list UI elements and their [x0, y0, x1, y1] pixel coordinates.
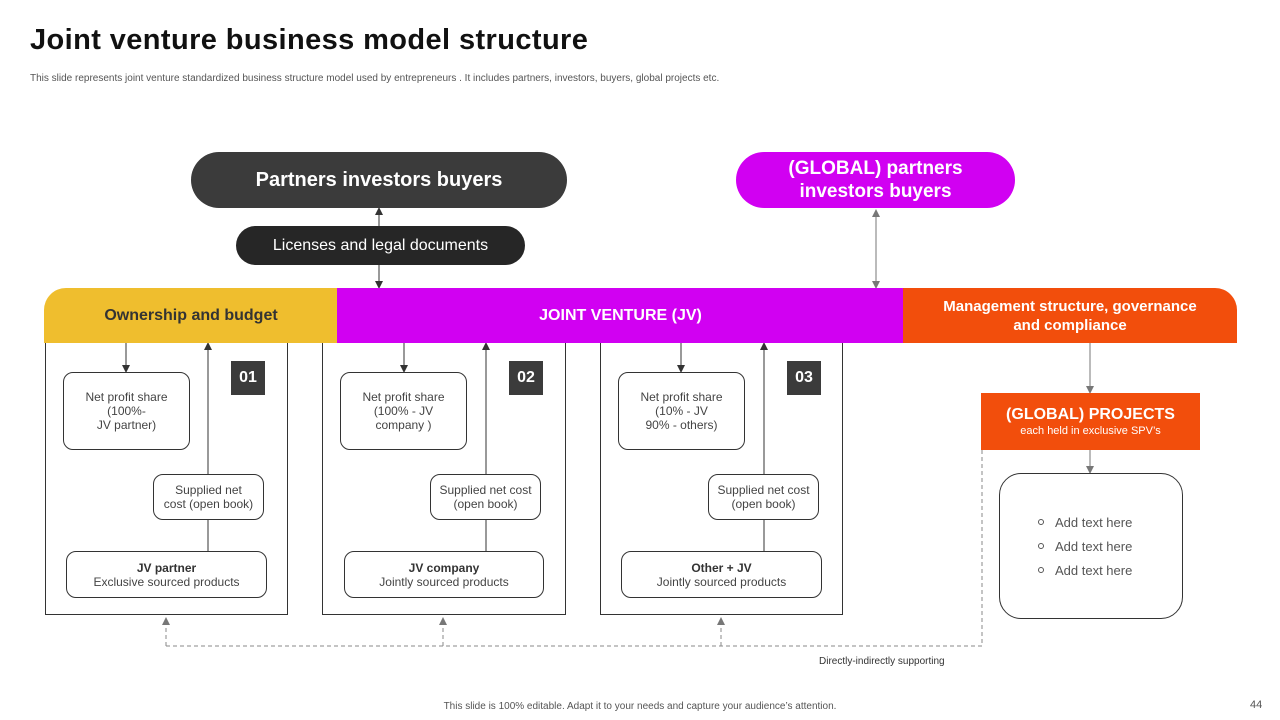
profit-share-box-3: Net profit share (10% - JV 90% - others): [618, 372, 745, 450]
entity-desc: Jointly sourced products: [656, 574, 787, 589]
page-number: 44: [1250, 699, 1263, 711]
profit-share-box-2: Net profit share (100% - JV company ): [340, 372, 467, 450]
profit-share-box-1: Net profit share (100%- JV partner): [63, 372, 190, 450]
page-subtitle: This slide represents joint venture stan…: [30, 73, 720, 84]
projects-text-box: Add text here Add text here Add text her…: [999, 473, 1183, 619]
profit-share-line2: (10% - JV: [655, 404, 708, 418]
profit-share-line2: (100% - JV: [373, 404, 434, 418]
entity-name: JV company: [408, 560, 480, 575]
net-cost-line1: Supplied net cost: [439, 483, 532, 497]
bullet-circle-icon: [1038, 519, 1044, 525]
profit-share-line1: Net profit share: [85, 390, 168, 404]
net-cost-box-2: Supplied net cost (open book): [430, 474, 541, 520]
net-cost-line1: Supplied net cost: [717, 483, 810, 497]
net-cost-box-3: Supplied net cost (open book): [708, 474, 819, 520]
list-item: Add text here: [1038, 534, 1182, 558]
partners-investors-buyers-node: Partners investors buyers: [191, 152, 567, 208]
list-item: Add text here: [1038, 558, 1182, 582]
footer-note: This slide is 100% editable. Adapt it to…: [443, 701, 837, 712]
net-cost-line2: (open book): [453, 497, 518, 511]
profit-share-line3: company ): [375, 418, 432, 432]
global-projects-title: (GLOBAL) PROJECTS: [1006, 405, 1175, 423]
entity-name: Other + JV: [691, 560, 752, 575]
global-partners-line2: investors buyers: [799, 181, 952, 202]
management-line1: Management structure, governance: [943, 297, 1197, 315]
list-item-text: Add text here: [1055, 514, 1133, 530]
list-item-text: Add text here: [1055, 538, 1133, 554]
global-partners-node: (GLOBAL) partners investors buyers: [736, 152, 1015, 208]
jv-label: JOINT VENTURE (JV): [539, 306, 702, 324]
bullet-circle-icon: [1038, 567, 1044, 573]
entity-desc: Exclusive sourced products: [93, 574, 240, 589]
licenses-node: Licenses and legal documents: [236, 226, 525, 265]
net-cost-line1: Supplied net: [175, 483, 242, 497]
global-projects-box: (GLOBAL) PROJECTS each held in exclusive…: [981, 393, 1200, 450]
column-frame-2: [322, 343, 566, 615]
global-partners-line1: (GLOBAL) partners: [788, 158, 963, 179]
licenses-label: Licenses and legal documents: [272, 236, 489, 254]
list-item: Add text here: [1038, 510, 1182, 534]
net-cost-line2: cost (open book): [163, 497, 254, 511]
entity-box-2: JV company Jointly sourced products: [344, 551, 544, 598]
entity-name: JV partner: [136, 560, 197, 575]
support-label: Directly-indirectly supporting: [819, 656, 945, 667]
joint-venture-band: JOINT VENTURE (JV): [337, 288, 904, 343]
profit-share-line3: 90% - others): [645, 418, 718, 432]
management-line2: and compliance: [1013, 316, 1127, 334]
profit-share-line1: Net profit share: [362, 390, 445, 404]
net-cost-line2: (open book): [731, 497, 796, 511]
badge-03: 03: [787, 361, 821, 395]
entity-box-1: JV partner Exclusive sourced products: [66, 551, 267, 598]
bullet-circle-icon: [1038, 543, 1044, 549]
entity-box-3: Other + JV Jointly sourced products: [621, 551, 822, 598]
partners-label: Partners investors buyers: [255, 168, 503, 191]
net-cost-box-1: Supplied net cost (open book): [153, 474, 264, 520]
profit-share-line2: (100%-: [107, 404, 146, 418]
list-item-text: Add text here: [1055, 562, 1133, 578]
entity-desc: Jointly sourced products: [379, 574, 509, 589]
badge-02: 02: [509, 361, 543, 395]
column-frame-1: [45, 343, 288, 615]
management-band: Management structure, governance and com…: [903, 288, 1237, 343]
ownership-band: Ownership and budget: [44, 288, 338, 343]
global-projects-subtitle: each held in exclusive SPV’s: [1020, 424, 1161, 437]
profit-share-line3: JV partner): [96, 418, 157, 432]
page-title: Joint venture business model structure: [30, 24, 589, 56]
ownership-label: Ownership and budget: [104, 306, 278, 324]
column-frame-3: [600, 343, 843, 615]
badge-01: 01: [231, 361, 265, 395]
profit-share-line1: Net profit share: [640, 390, 723, 404]
